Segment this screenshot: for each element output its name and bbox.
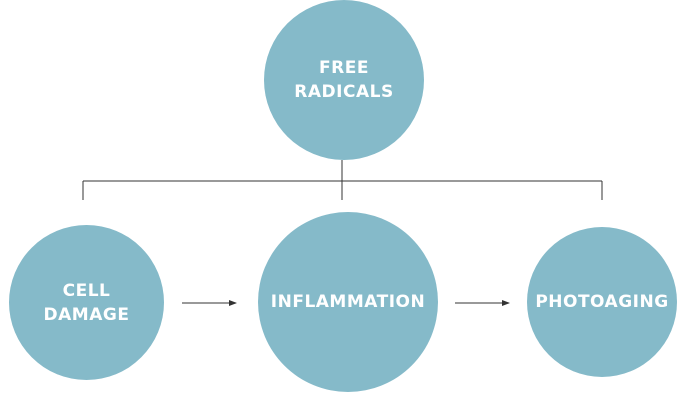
node-photoaging: PHOTOAGING <box>527 227 677 377</box>
node-cell-damage: CELL DAMAGE <box>9 225 164 380</box>
node-inflammation-label: INFLAMMATION <box>270 292 426 312</box>
node-photoaging-label: PHOTOAGING <box>535 292 669 312</box>
node-free-radicals: FREE RADICALS <box>264 0 424 160</box>
node-inflammation: INFLAMMATION <box>258 212 438 392</box>
node-free-radicals-label: FREE RADICALS <box>294 58 394 102</box>
node-cell-damage-label: CELL DAMAGE <box>43 280 130 325</box>
